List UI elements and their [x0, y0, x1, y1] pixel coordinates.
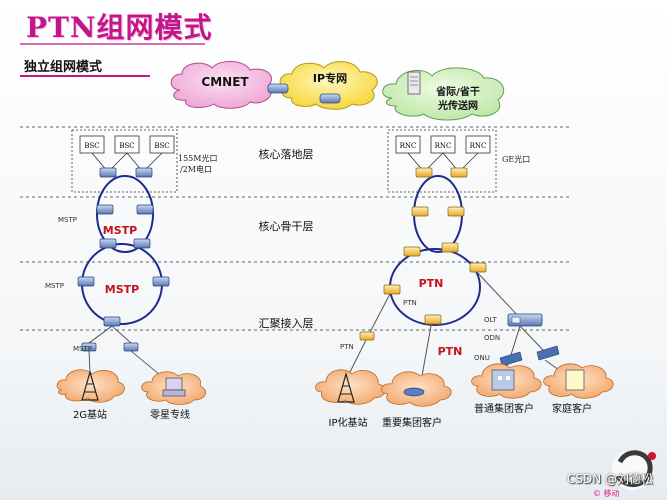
- bsc-node: BSC: [149, 135, 175, 154]
- rnc-node: RNC: [430, 135, 456, 154]
- layer-core-backbone: 核心骨干层: [259, 219, 314, 233]
- layer-aggregation-access: 汇聚接入层: [259, 317, 314, 330]
- ptn-node-icons: [359, 167, 487, 341]
- vip-customer-icon: [381, 371, 452, 407]
- transport-cloud: 省际/省干 光传送网: [382, 67, 505, 121]
- svg-text:BSC: BSC: [119, 142, 134, 150]
- base-station-2g-icon: [56, 369, 125, 403]
- site-2g-label: 2G基站: [73, 408, 107, 421]
- mstp-access-links: [88, 325, 161, 376]
- rnc-node: RNC: [395, 135, 421, 154]
- china-mobile-logo-icon: [612, 450, 656, 490]
- server-icon: [407, 71, 421, 95]
- logo-caption: © 移动: [593, 489, 620, 498]
- cmnet-label: CMNET: [201, 75, 249, 89]
- svg-text:RNC: RNC: [435, 142, 452, 150]
- mstp-side-label-1: MSTP: [58, 216, 77, 224]
- onu-device-icon: [499, 345, 560, 367]
- transport-line1: 省际/省干: [435, 85, 480, 98]
- odn-label: ODN: [484, 334, 500, 342]
- ip-base-station-icon: [315, 369, 386, 405]
- rnc-node: RNC: [465, 135, 491, 154]
- ptn-side-label-mid: PTN: [340, 343, 354, 351]
- mstp-ring-label-lower: MSTP: [105, 283, 139, 296]
- ge-port-label: GE光口: [502, 154, 530, 164]
- page-subtitle: 独立组网模式: [24, 60, 103, 75]
- ptn-label-big: PTN: [438, 345, 463, 358]
- olt-label: OLT: [484, 316, 497, 324]
- ip-cloud: IP专网: [279, 61, 378, 110]
- group-customer-icon: [471, 363, 542, 399]
- vip-customer-label: 重要集团客户: [382, 416, 442, 429]
- rnc-group-box: [387, 129, 497, 193]
- page-title: PTN组网模式: [26, 11, 213, 44]
- retail-line-icon: [141, 371, 207, 405]
- watermark: CSDN @刘德松: [566, 472, 653, 486]
- port-label-2: /2M电口: [180, 164, 212, 174]
- retail-line-label: 零星专线: [150, 408, 190, 421]
- layer-core-landing: 核心落地层: [259, 147, 314, 161]
- svg-text:BSC: BSC: [84, 142, 99, 150]
- mstp-side-label-3: MSTP: [73, 345, 92, 353]
- cloud-router-icon: [267, 83, 341, 104]
- onu-label: ONU: [474, 354, 490, 362]
- layer-separators: [20, 126, 570, 331]
- svg-text:RNC: RNC: [470, 142, 487, 150]
- ptn-ring-label: PTN: [419, 277, 444, 290]
- svg-text:BSC: BSC: [154, 142, 169, 150]
- mstp-side-label-2: MSTP: [45, 282, 64, 290]
- home-customer-icon: [543, 363, 614, 399]
- bsc-group-box: [71, 129, 178, 193]
- ip-base-station-label: IP化基站: [329, 416, 368, 429]
- home-customer-label: 家庭客户: [552, 402, 592, 415]
- mstp-ring-label-upper: MSTP: [103, 224, 137, 237]
- ip-cloud-label: IP专网: [313, 71, 347, 85]
- bsc-node: BSC: [114, 135, 140, 154]
- transport-line2: 光传送网: [437, 99, 478, 112]
- mstp-ring-upper: [96, 175, 154, 253]
- cmnet-cloud: CMNET: [170, 61, 273, 109]
- olt-device-icon: [507, 313, 543, 327]
- bsc-node: BSC: [79, 135, 105, 154]
- mstp-node-icons: [77, 167, 170, 352]
- group-customer-label: 普通集团客户: [474, 402, 534, 415]
- port-label-1: 155M光口: [178, 153, 217, 163]
- ptn-side-label-left: PTN: [403, 299, 417, 307]
- svg-text:RNC: RNC: [400, 142, 417, 150]
